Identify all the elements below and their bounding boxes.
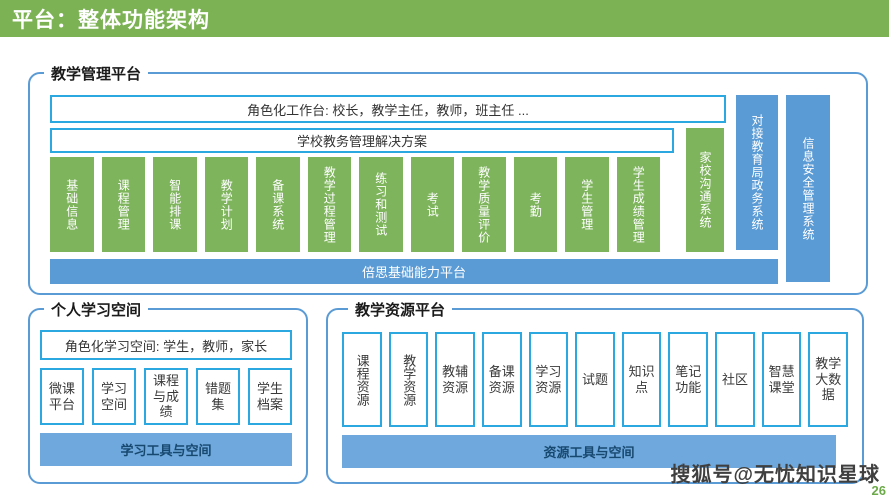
module-smart-scheduling: 智能排课 xyxy=(153,157,197,252)
module-courses-and-grades: 课程与成绩 xyxy=(144,368,188,425)
base-capability-platform-bar: 倍思基础能力平台 xyxy=(50,259,778,284)
resource-modules-row: 课程资源 教学资源 教辅资源 备课资源 学习资源 试题 知识点 笔记功能 社区 … xyxy=(342,332,849,427)
personal-modules-row: 微课平台 学习空间 课程与成绩 错题集 学生档案 xyxy=(40,368,292,425)
module-teaching-plan: 教学计划 xyxy=(204,157,248,252)
page-number: 26 xyxy=(871,483,886,498)
module-exam: 考试 xyxy=(410,157,454,252)
side-system-gov-integration: 对接教育局政务系统 xyxy=(736,95,778,250)
module-lesson-prep-system: 备课系统 xyxy=(256,157,300,252)
slide-header: 平台：整体功能架构 xyxy=(0,0,889,37)
management-modules-row: 基础信息 课程管理 智能排课 教学计划 备课系统 教学过程管理 练习和测试 考试… xyxy=(50,157,660,252)
resource-platform-title: 教学资源平台 xyxy=(348,299,453,320)
module-student-archive: 学生档案 xyxy=(248,368,292,425)
module-teaching-process-management: 教学过程管理 xyxy=(307,157,351,252)
resource-platform-panel: 教学资源平台 课程资源 教学资源 教辅资源 备课资源 学习资源 试题 知识点 笔… xyxy=(326,299,864,484)
module-teaching-big-data: 教学大数据 xyxy=(808,332,849,427)
module-learning-resources: 学习资源 xyxy=(528,332,569,427)
module-attendance: 考勤 xyxy=(513,157,557,252)
role-learning-space-bar: 角色化学习空间: 学生，教师，家长 xyxy=(40,330,292,360)
module-lesson-prep-resources: 备课资源 xyxy=(481,332,522,427)
watermark-text: 搜狐号@无忧知识星球 xyxy=(670,464,880,486)
side-system-info-security: 信息安全管理系统 xyxy=(786,95,830,282)
role-workbench-bar: 角色化工作台: 校长，教学主任，教师，班主任 ... xyxy=(50,95,726,123)
learning-tools-bar: 学习工具与空间 xyxy=(40,433,292,466)
module-note-function: 笔记功能 xyxy=(668,332,709,427)
module-course-resources: 课程资源 xyxy=(342,332,382,427)
module-course-management: 课程管理 xyxy=(101,157,145,252)
module-home-school-communication: 家校沟通系统 xyxy=(686,128,724,252)
module-test-questions: 试题 xyxy=(575,332,615,427)
module-basic-info: 基础信息 xyxy=(50,157,94,252)
management-platform-title: 教学管理平台 xyxy=(44,63,149,84)
personal-space-panel: 个人学习空间 角色化学习空间: 学生，教师，家长 微课平台 学习空间 课程与成绩… xyxy=(28,299,308,484)
module-student-management: 学生管理 xyxy=(565,157,609,252)
personal-space-title: 个人学习空间 xyxy=(44,299,149,320)
slide-title: 平台：整体功能架构 xyxy=(12,8,210,32)
module-community: 社区 xyxy=(715,332,755,427)
resource-tools-bar: 资源工具与空间 xyxy=(342,435,836,468)
management-platform-panel: 教学管理平台 角色化工作台: 校长，教学主任，教师，班主任 ... 学校教务管理… xyxy=(28,63,868,295)
module-teaching-aid-resources: 教辅资源 xyxy=(435,332,475,427)
module-practice-and-test: 练习和测试 xyxy=(359,157,403,252)
module-smart-classroom: 智慧课堂 xyxy=(761,332,802,427)
module-student-score-management: 学生成绩管理 xyxy=(616,157,660,252)
module-learning-space: 学习空间 xyxy=(92,368,136,425)
module-teaching-quality-evaluation: 教学质量评价 xyxy=(462,157,506,252)
module-teaching-resources: 教学资源 xyxy=(388,332,429,427)
module-knowledge-points: 知识点 xyxy=(621,332,662,427)
module-micro-course-platform: 微课平台 xyxy=(40,368,84,425)
school-affairs-solution-bar: 学校教务管理解决方案 xyxy=(50,128,674,153)
module-mistake-collection: 错题集 xyxy=(196,368,240,425)
